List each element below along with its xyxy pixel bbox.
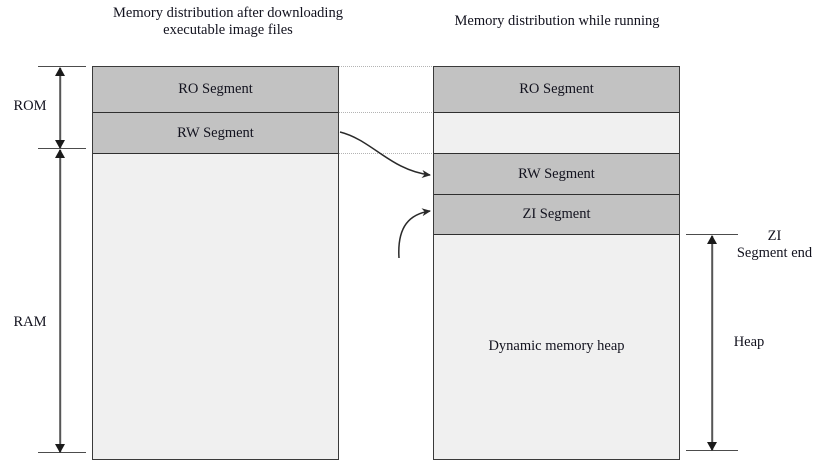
ram-shaft bbox=[59, 150, 61, 452]
rom-tick-top bbox=[38, 66, 86, 67]
left-segment-free bbox=[93, 154, 338, 458]
ram-arrowhead-up bbox=[55, 149, 65, 158]
ram-arrowhead-down bbox=[55, 444, 65, 453]
left-segment-ro: RO Segment bbox=[93, 67, 338, 113]
left-segment-rw: RW Segment bbox=[93, 113, 338, 154]
right-segment-rw-label: RW Segment bbox=[518, 165, 595, 182]
left-segment-ro-label: RO Segment bbox=[178, 81, 253, 97]
heap-measure-arrow bbox=[686, 228, 738, 456]
heap-arrowhead-up bbox=[707, 235, 717, 244]
left-memory-column: RO Segment RW Segment bbox=[92, 66, 339, 460]
right-segment-ro: RO Segment bbox=[434, 67, 679, 113]
dotted-link-top bbox=[339, 66, 434, 67]
right-memory-column: RO Segment RW Segment ZI Segment Dynamic… bbox=[433, 66, 680, 460]
dotted-link-rw-bottom bbox=[339, 153, 434, 154]
right-segment-ro-label: RO Segment bbox=[519, 81, 594, 97]
heap-tick-top bbox=[686, 234, 738, 235]
right-segment-rw: RW Segment bbox=[434, 154, 679, 195]
right-segment-heap: Dynamic memory heap bbox=[434, 235, 679, 458]
rom-shaft bbox=[59, 68, 61, 148]
rom-arrowhead-up bbox=[55, 67, 65, 76]
ram-measure-arrow bbox=[38, 146, 86, 458]
ram-tick-top bbox=[38, 148, 86, 149]
heap-label: Heap bbox=[733, 334, 765, 350]
heap-shaft bbox=[711, 236, 713, 450]
left-segment-rw-label: RW Segment bbox=[177, 124, 254, 141]
heap-arrowhead-down bbox=[707, 442, 717, 451]
zi-transition-arrow bbox=[398, 208, 431, 259]
rom-arrowhead-down bbox=[55, 140, 65, 149]
right-segment-gap bbox=[434, 113, 679, 154]
right-segment-heap-label: Dynamic memory heap bbox=[488, 338, 625, 354]
right-diagram-title: Memory distribution while running bbox=[454, 13, 660, 29]
ram-label: RAM bbox=[13, 314, 47, 330]
zi-segment-end-label: ZI Segment end bbox=[736, 228, 813, 261]
left-diagram-title: Memory distribution after downloading ex… bbox=[113, 5, 343, 38]
rom-label: ROM bbox=[13, 98, 47, 114]
right-segment-zi: ZI Segment bbox=[434, 195, 679, 235]
right-segment-zi-label: ZI Segment bbox=[522, 206, 591, 222]
dotted-link-ro-bottom bbox=[339, 112, 434, 113]
